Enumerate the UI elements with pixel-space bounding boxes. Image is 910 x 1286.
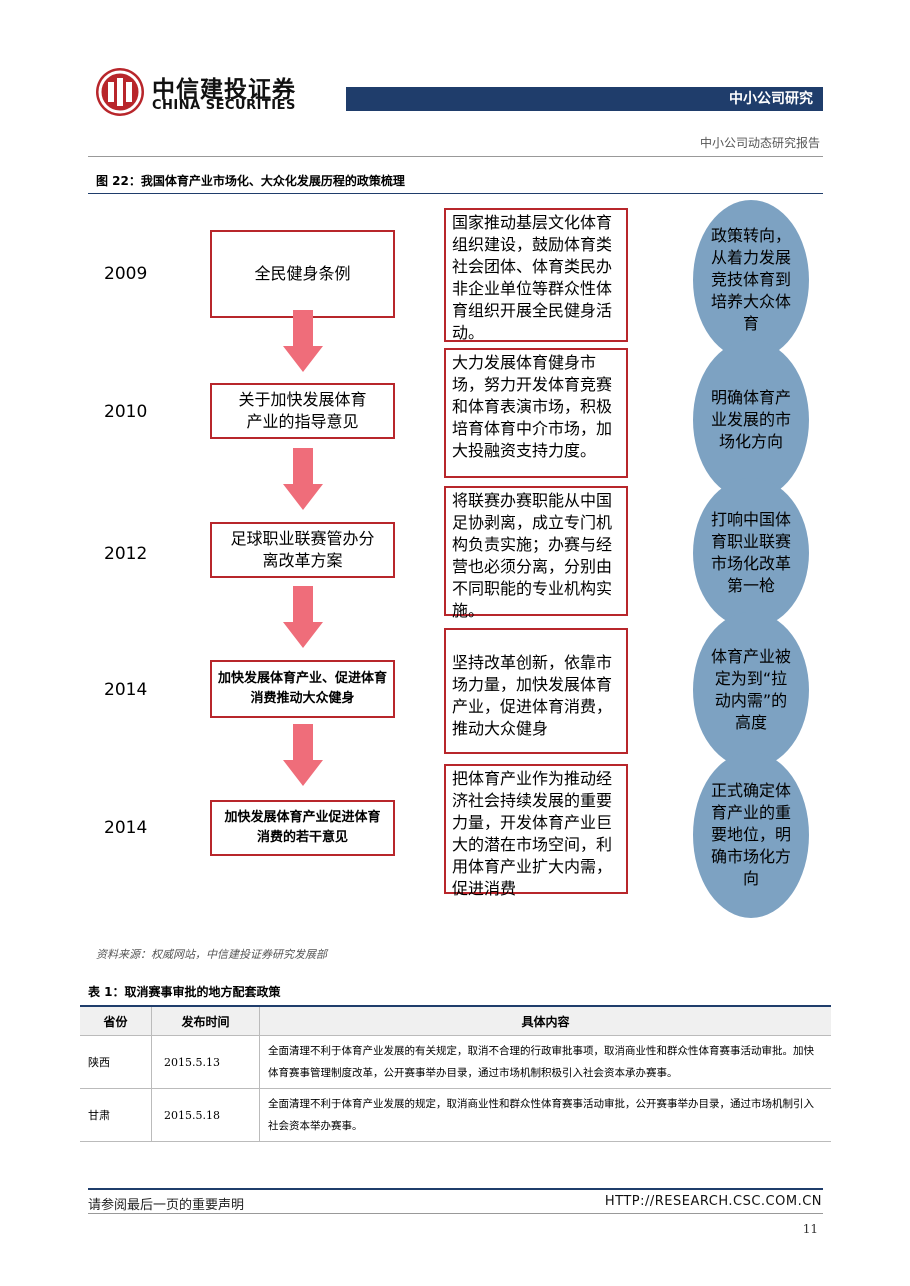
report-type: 中小公司动态研究报告 xyxy=(699,136,820,150)
cell-date: 2015.5.18 xyxy=(151,1088,260,1142)
cell-province: 甘肃 xyxy=(80,1088,152,1142)
down-arrow-icon xyxy=(283,586,323,652)
figure-source: 资料来源：权威网站，中信建投证券研究发展部 xyxy=(96,948,327,961)
policy-name: 关于加快发展体育产业的指导意见 xyxy=(238,390,367,431)
company-logo-icon xyxy=(96,68,144,116)
table-title: 表 1：取消赛事审批的地方配套政策 xyxy=(88,985,281,999)
figure-title: 图 22：我国体育产业市场化、大众化发展历程的政策梳理 xyxy=(96,174,405,188)
policy-box: 加快发展体育产业、促进体育消费推动大众健身 xyxy=(210,660,395,718)
table-row: 陕西 2015.5.13 全面清理不利于体育产业发展的有关规定，取消不合理的行政… xyxy=(80,1035,831,1089)
policy-box: 足球职业联赛管办分离改革方案 xyxy=(210,522,395,578)
significance-oval: 明确体育产业发展的市场化方向 xyxy=(693,340,809,500)
policy-name: 全民健身条例 xyxy=(254,264,351,283)
logo-chinese-name: 中信建投证券 xyxy=(152,77,296,103)
policy-table: 省份 发布时间 具体内容 陕西 2015.5.13 全面清理不利于体育产业发展的… xyxy=(80,1005,831,1142)
step-year: 2014 xyxy=(104,680,148,700)
down-arrow-icon xyxy=(283,310,323,376)
step-year: 2009 xyxy=(104,264,148,284)
column-header-date: 发布时间 xyxy=(151,1005,260,1036)
figure-divider xyxy=(88,193,823,194)
down-arrow-icon xyxy=(283,724,323,790)
policy-name: 加快发展体育产业促进体育消费的若干意见 xyxy=(224,810,381,845)
significance-oval: 打响中国体育职业联赛市场化改革第一枪 xyxy=(693,478,809,628)
policy-box: 关于加快发展体育产业的指导意见 xyxy=(210,383,395,439)
table-row: 甘肃 2015.5.18 全面清理不利于体育产业发展的规定，取消商业性和群众性体… xyxy=(80,1088,831,1142)
policy-name: 足球职业联赛管办分离改革方案 xyxy=(230,529,375,570)
policy-description: 把体育产业作为推动经济社会持续发展的重要力量，开发体育产业巨大的潜在市场空间，利… xyxy=(444,764,628,898)
policy-box: 全民健身条例 xyxy=(210,230,395,318)
significance-oval: 政策转向，从着力发展竞技体育到培养大众体育 xyxy=(693,200,809,360)
column-header-province: 省份 xyxy=(80,1005,152,1036)
policy-name: 加快发展体育产业、促进体育消费推动大众健身 xyxy=(217,671,387,706)
policy-description: 将联赛办赛职能从中国足协剥离，成立专门机构负责实施；办赛与经营也必须分离，分别由… xyxy=(444,486,628,620)
column-header-content: 具体内容 xyxy=(259,1005,831,1036)
step-year: 2012 xyxy=(104,544,148,564)
cell-content: 全面清理不利于体育产业发展的有关规定，取消不合理的行政审批事项，取消商业性和群众… xyxy=(259,1035,831,1089)
header-divider xyxy=(88,156,823,157)
cell-province: 陕西 xyxy=(80,1035,152,1089)
footer-disclaimer: 请参阅最后一页的重要声明 xyxy=(88,1198,245,1213)
cell-date: 2015.5.13 xyxy=(151,1035,260,1089)
policy-description: 坚持改革创新，依靠市场力量，加快发展体育产业，促进体育消费，推动大众健身 xyxy=(444,628,628,754)
policy-box: 加快发展体育产业促进体育消费的若干意见 xyxy=(210,800,395,856)
down-arrow-icon xyxy=(283,448,323,514)
footer-divider-bottom xyxy=(88,1213,823,1214)
footer-divider xyxy=(88,1188,823,1190)
footer-url-link[interactable]: HTTP://RESEARCH.CSC.COM.CN xyxy=(604,1194,822,1209)
significance-oval: 正式确定体育产业的重要地位，明确市场化方向 xyxy=(693,752,809,918)
logo-english-name: CHINA SECURITIES xyxy=(152,98,296,113)
cell-content: 全面清理不利于体育产业发展的规定，取消商业性和群众性体育赛事活动审批，公开赛事举… xyxy=(259,1088,831,1142)
step-year: 2014 xyxy=(104,818,148,838)
step-year: 2010 xyxy=(104,402,148,422)
page-number: 11 xyxy=(802,1222,818,1236)
policy-description: 大力发展体育健身市场，努力开发体育竞赛和体育表演市场，积极培育体育中介市场，加大… xyxy=(444,348,628,478)
significance-oval: 体育产业被定为到“拉动内需”的高度 xyxy=(693,612,809,768)
policy-description: 国家推动基层文化体育组织建设，鼓励体育类社会团体、体育类民办非企业单位等群众性体… xyxy=(444,208,628,342)
table-header-row: 省份 发布时间 具体内容 xyxy=(80,1005,831,1036)
section-banner: 中小公司研究 xyxy=(346,87,823,111)
